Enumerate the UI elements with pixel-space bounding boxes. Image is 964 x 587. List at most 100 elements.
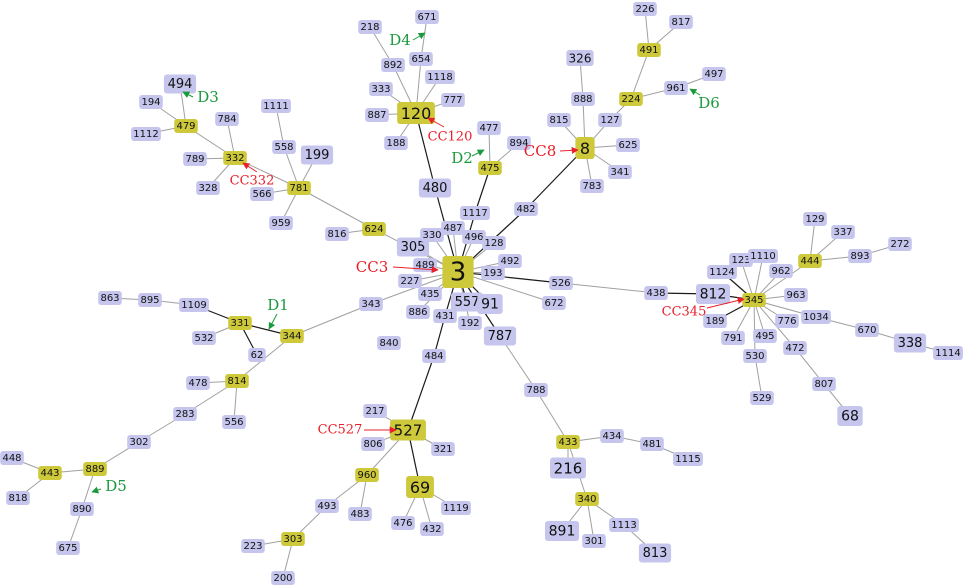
node-556[interactable]: 556 xyxy=(222,415,246,429)
node-193[interactable]: 193 xyxy=(481,266,505,280)
node-675[interactable]: 675 xyxy=(56,541,80,555)
node-438[interactable]: 438 xyxy=(644,286,668,300)
node-496[interactable]: 496 xyxy=(462,230,486,244)
node-812[interactable]: 812 xyxy=(695,284,731,304)
node-815[interactable]: 815 xyxy=(547,113,571,127)
node-443[interactable]: 443 xyxy=(38,466,62,480)
node-331[interactable]: 331 xyxy=(228,316,252,330)
node-493[interactable]: 493 xyxy=(315,499,339,513)
node-303[interactable]: 303 xyxy=(281,532,305,546)
node-1034[interactable]: 1034 xyxy=(801,310,831,324)
node-283[interactable]: 283 xyxy=(173,407,197,421)
node-776[interactable]: 776 xyxy=(775,314,799,328)
node-200[interactable]: 200 xyxy=(271,571,295,585)
node-863[interactable]: 863 xyxy=(98,291,122,305)
node-491[interactable]: 491 xyxy=(637,43,661,57)
node-216[interactable]: 216 xyxy=(550,457,586,479)
node-789[interactable]: 789 xyxy=(183,152,207,166)
node-127[interactable]: 127 xyxy=(598,113,622,127)
node-217[interactable]: 217 xyxy=(363,404,387,418)
node-1110[interactable]: 1110 xyxy=(748,249,778,263)
node-476[interactable]: 476 xyxy=(391,516,415,530)
node-566[interactable]: 566 xyxy=(250,187,274,201)
node-895[interactable]: 895 xyxy=(138,293,162,307)
node-434[interactable]: 434 xyxy=(600,429,624,443)
node-526[interactable]: 526 xyxy=(549,276,573,290)
node-120[interactable]: 120 xyxy=(397,102,435,124)
node-497[interactable]: 497 xyxy=(702,67,726,81)
node-478[interactable]: 478 xyxy=(186,376,210,390)
node-341[interactable]: 341 xyxy=(608,165,632,179)
node-484[interactable]: 484 xyxy=(422,349,446,363)
node-194[interactable]: 194 xyxy=(139,95,163,109)
node-1113[interactable]: 1113 xyxy=(609,518,639,532)
node-961[interactable]: 961 xyxy=(664,81,688,95)
node-807[interactable]: 807 xyxy=(812,377,836,391)
node-301[interactable]: 301 xyxy=(582,534,606,548)
node-272[interactable]: 272 xyxy=(888,237,912,251)
node-1111[interactable]: 1111 xyxy=(261,99,291,113)
node-671[interactable]: 671 xyxy=(415,10,439,24)
node-960[interactable]: 960 xyxy=(355,468,379,482)
node-890[interactable]: 890 xyxy=(70,502,94,516)
node-326[interactable]: 326 xyxy=(566,50,594,66)
node-624[interactable]: 624 xyxy=(362,222,386,236)
node-625[interactable]: 625 xyxy=(616,138,640,152)
node-340[interactable]: 340 xyxy=(575,492,599,506)
node-963[interactable]: 963 xyxy=(784,288,808,302)
node-479[interactable]: 479 xyxy=(174,119,198,133)
node-557[interactable]: 557 xyxy=(450,292,484,312)
node-123[interactable]: 123 xyxy=(729,253,753,267)
node-1114[interactable]: 1114 xyxy=(933,346,963,360)
node-224[interactable]: 224 xyxy=(619,92,643,106)
node-1117[interactable]: 1117 xyxy=(460,206,490,220)
node-892[interactable]: 892 xyxy=(381,58,405,72)
node-784[interactable]: 784 xyxy=(215,112,239,126)
node-321[interactable]: 321 xyxy=(431,442,455,456)
node-495[interactable]: 495 xyxy=(753,329,777,343)
node-226[interactable]: 226 xyxy=(633,2,657,16)
node-816[interactable]: 816 xyxy=(325,227,349,241)
node-337[interactable]: 337 xyxy=(831,225,855,239)
node-806[interactable]: 806 xyxy=(361,437,385,451)
node-433[interactable]: 433 xyxy=(556,435,580,449)
node-670[interactable]: 670 xyxy=(855,323,879,337)
node-192[interactable]: 192 xyxy=(458,316,482,330)
node-886[interactable]: 886 xyxy=(406,305,430,319)
node-189[interactable]: 189 xyxy=(703,314,727,328)
node-1112[interactable]: 1112 xyxy=(131,127,161,141)
node-654[interactable]: 654 xyxy=(409,52,433,66)
node-1118[interactable]: 1118 xyxy=(425,70,455,84)
node-69[interactable]: 69 xyxy=(406,476,434,498)
node-432[interactable]: 432 xyxy=(420,522,444,536)
node-777[interactable]: 777 xyxy=(441,93,465,107)
node-483[interactable]: 483 xyxy=(348,507,372,521)
node-817[interactable]: 817 xyxy=(669,15,693,29)
node-302[interactable]: 302 xyxy=(127,435,151,449)
node-889[interactable]: 889 xyxy=(83,462,107,476)
node-962[interactable]: 962 xyxy=(769,264,793,278)
node-814[interactable]: 814 xyxy=(225,374,249,388)
node-787[interactable]: 787 xyxy=(483,326,517,346)
node-333[interactable]: 333 xyxy=(369,82,393,96)
node-328[interactable]: 328 xyxy=(196,181,220,195)
node-477[interactable]: 477 xyxy=(477,121,501,135)
node-818[interactable]: 818 xyxy=(6,491,30,505)
node-472[interactable]: 472 xyxy=(783,341,807,355)
node-1115[interactable]: 1115 xyxy=(673,452,703,466)
node-444[interactable]: 444 xyxy=(798,254,822,268)
node-1119[interactable]: 1119 xyxy=(441,501,471,515)
node-431[interactable]: 431 xyxy=(433,309,457,323)
node-558[interactable]: 558 xyxy=(272,140,296,154)
node-62[interactable]: 62 xyxy=(248,348,266,362)
node-788[interactable]: 788 xyxy=(524,383,548,397)
node-893[interactable]: 893 xyxy=(848,249,872,263)
node-672[interactable]: 672 xyxy=(542,296,566,310)
node-813[interactable]: 813 xyxy=(638,543,672,563)
node-330[interactable]: 330 xyxy=(420,228,444,242)
node-891[interactable]: 891 xyxy=(544,521,580,541)
node-435[interactable]: 435 xyxy=(418,287,442,301)
node-332[interactable]: 332 xyxy=(223,151,247,165)
node-480[interactable]: 480 xyxy=(418,178,452,198)
node-494[interactable]: 494 xyxy=(163,74,197,94)
